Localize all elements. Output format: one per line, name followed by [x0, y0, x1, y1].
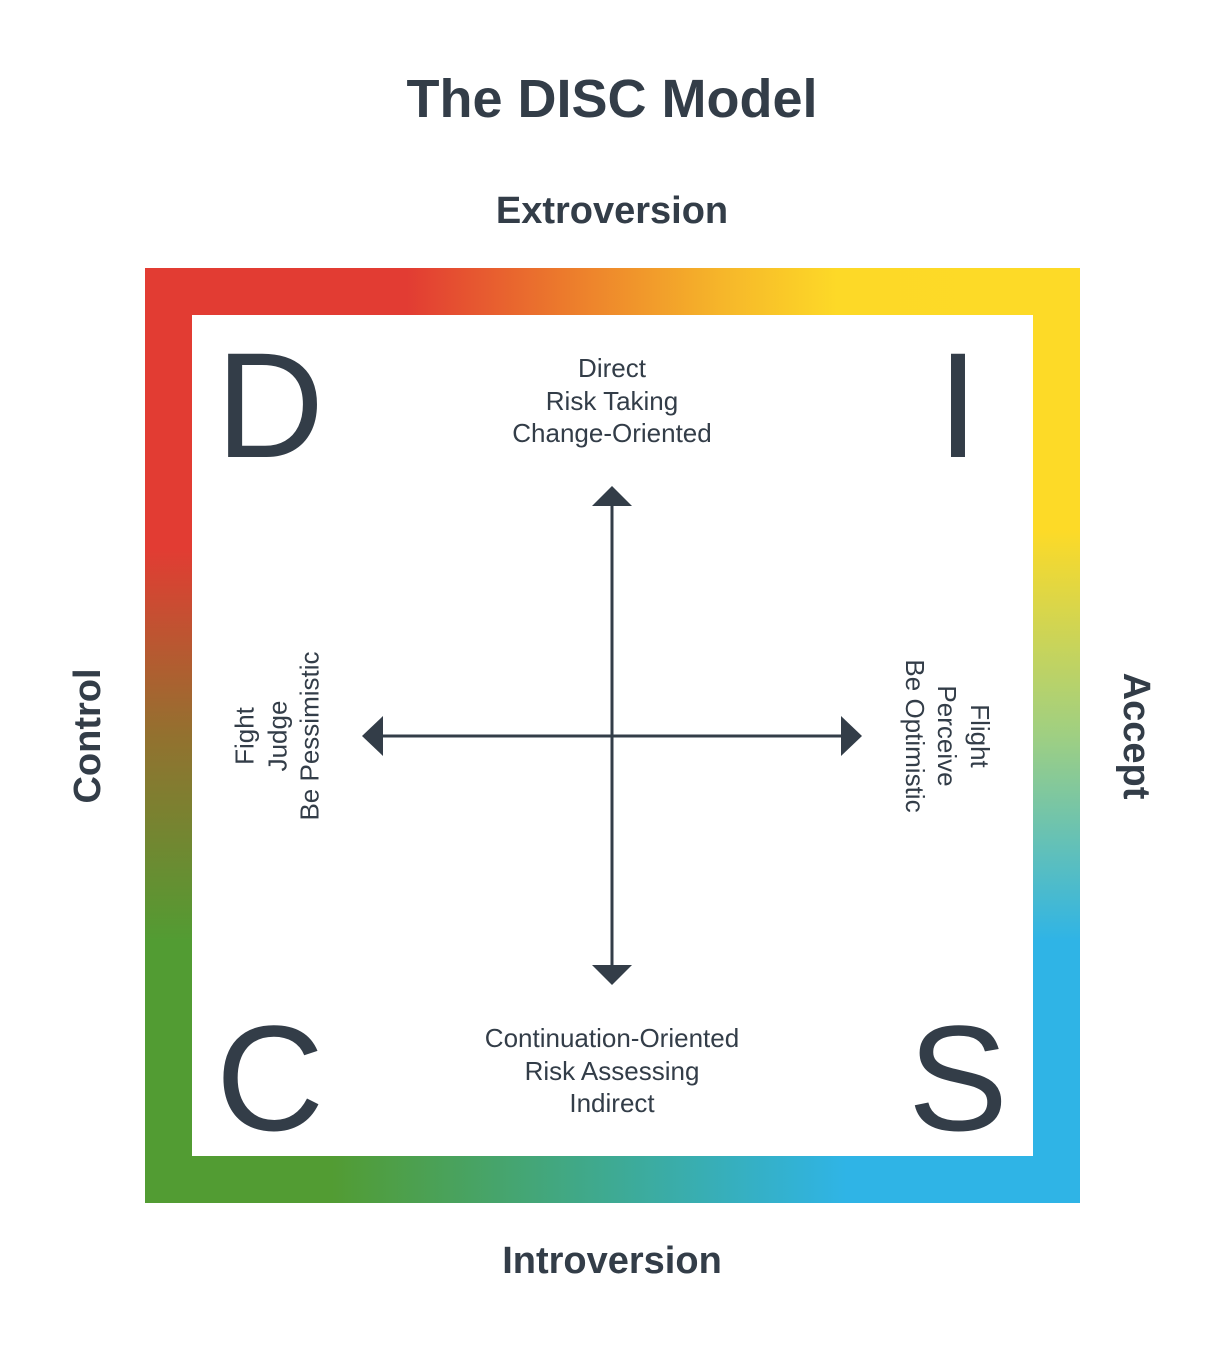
quadrant-letter-c: C [215, 994, 325, 1162]
axis-label-top: Extroversion [495, 190, 729, 232]
arrow-right-icon [841, 716, 862, 756]
descriptor-top-1: Direct [578, 353, 646, 383]
quadrant-letter-d: D [215, 321, 325, 489]
descriptor-bottom-1: Continuation-Oriented [484, 1023, 740, 1053]
descriptor-top-3: Change-Oriented [512, 418, 712, 448]
descriptor-bottom-2: Risk Assessing [524, 1055, 700, 1086]
descriptor-block-bottom: Continuation-Oriented Risk Assessing Ind… [412, 1022, 812, 1120]
page-title: The DISC Model [406, 69, 818, 129]
arrow-left-icon [362, 716, 383, 756]
axis-label-bottom: Introversion [502, 1240, 722, 1282]
quadrant-letter-i: I [937, 321, 979, 489]
descriptor-block-top: Direct Risk Taking Change-Oriented [412, 352, 812, 450]
arrow-up-icon [592, 486, 632, 506]
gradient-frame [145, 268, 1080, 1203]
quadrant-letter-s: S [907, 994, 1009, 1162]
descriptor-top-2: Risk Taking [545, 385, 679, 416]
arrow-down-icon [592, 965, 632, 985]
descriptor-bottom-3: Indirect [569, 1088, 655, 1118]
